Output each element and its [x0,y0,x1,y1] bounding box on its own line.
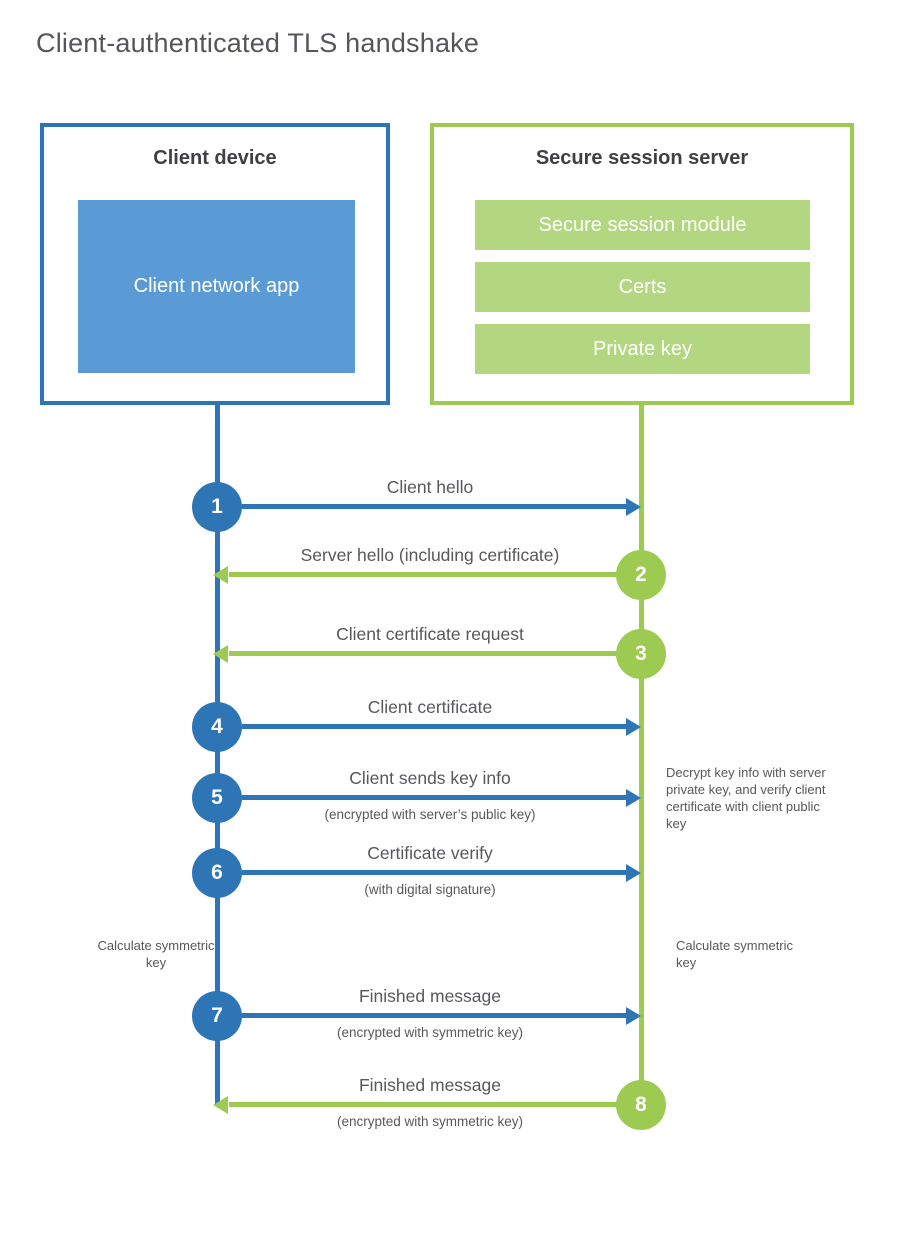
step-3-circle: 3 [616,629,666,679]
server-module-private-key: Private key [475,324,810,374]
step-7-label: Finished message [358,986,502,1006]
step-8-sublabel: (encrypted with symmetric key) [336,1114,524,1129]
step-8-circle: 8 [616,1080,666,1130]
client-device-title: Client device [153,147,277,169]
server-module-secure-session-module: Secure session module [475,200,810,250]
note-calculate-symmetric-key-server: Calculate symmetric key [676,938,794,970]
step-5-label: Client sends key info [349,768,511,788]
step-3-arrow-line [229,651,620,656]
step-5-circle: 5 [192,773,242,823]
step-8-label: Finished message [358,1075,502,1095]
client-network-app-box: Client network app [78,200,355,373]
step-3-label: Client certificate request [336,624,524,644]
step-4-arrowhead-icon [626,718,641,736]
client-network-app-label: Client network app [133,275,300,297]
secure-session-server-title: Secure session server [535,147,749,169]
step-2-label: Server hello (including certificate) [300,545,560,565]
step-1-arrowhead-icon [626,498,641,516]
step-3-arrowhead-icon [213,645,228,663]
client-lifeline [215,405,220,1105]
step-5-arrow-line [242,795,626,800]
step-8-arrow-line [229,1102,620,1107]
step-6-sublabel: (with digital signature) [364,882,496,897]
step-6-circle: 6 [192,848,242,898]
step-4-circle: 4 [192,702,242,752]
note-decrypt-key-info: Decrypt key info with server private key… [666,765,826,831]
step-8-arrowhead-icon [213,1096,228,1114]
note-calculate-symmetric-key-client: Calculate symmetric key [97,938,215,970]
secure-session-server-box: Secure session server Secure session mod… [430,123,854,405]
step-6-label: Certificate verify [367,843,493,863]
step-2-circle: 2 [616,550,666,600]
step-1-arrow-line [242,504,626,509]
page-title: Client-authenticated TLS handshake [36,28,480,58]
step-5-sublabel: (encrypted with server’s public key) [324,807,536,822]
step-4-arrow-line [242,724,626,729]
step-7-arrowhead-icon [626,1007,641,1025]
server-module-certs: Certs [475,262,810,312]
step-4-label: Client certificate [367,697,493,717]
step-6-arrowhead-icon [626,864,641,882]
step-6-arrow-line [242,870,626,875]
step-2-arrow-line [229,572,620,577]
step-7-sublabel: (encrypted with symmetric key) [336,1025,524,1040]
server-lifeline [639,405,644,1105]
step-7-circle: 7 [192,991,242,1041]
step-1-circle: 1 [192,482,242,532]
step-2-arrowhead-icon [213,566,228,584]
step-7-arrow-line [242,1013,626,1018]
step-1-label: Client hello [386,477,474,497]
client-device-box: Client device Client network app [40,123,390,405]
step-5-arrowhead-icon [626,789,641,807]
